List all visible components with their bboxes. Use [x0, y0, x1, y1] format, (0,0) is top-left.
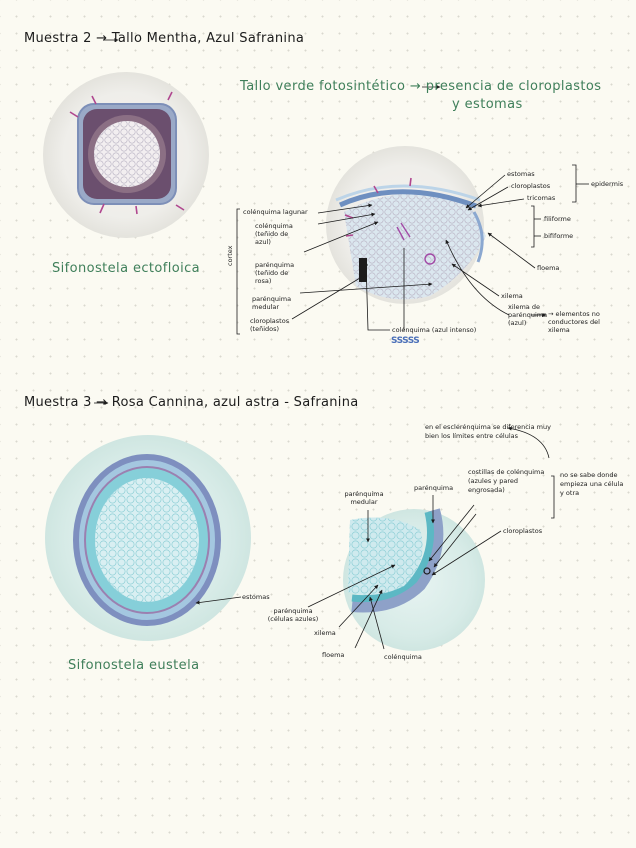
label-colenquima-rosa: colénquima [384, 653, 422, 661]
annotation-lines [94, 38, 589, 650]
sample2-title: Muestra 2 → Tallo Mentha, Azul Safranina [24, 31, 305, 46]
label-cortex: cortex [226, 245, 234, 266]
sample2-caption: Sifonostela ectofloica [52, 261, 201, 276]
label-estomas: estomas [507, 170, 535, 178]
micrograph-rosa-detail [343, 508, 485, 651]
label-cloroplastos: cloroplastos [511, 182, 551, 190]
label-epidermis: epidermis [591, 180, 624, 188]
label-elementos-no-conductores: → elementos no conductores del xilema [548, 310, 600, 334]
label-xilema-rosa: xilema [314, 629, 336, 637]
label-parenquima-medular-rosa: parénquima medular [344, 490, 384, 506]
label-xilema-parenquima: xilema de parénquima (azul) [508, 303, 548, 327]
sample2-subtitle-line2: y estomas [452, 97, 523, 112]
label-no-se-sabe: no se sabe donde empieza una célula y ot… [560, 471, 624, 497]
sample3-caption: Sifonostela eustela [68, 658, 200, 673]
label-parenquima-azules: parénquima (células azules) [267, 607, 319, 623]
micrograph-mentha-detail [326, 146, 486, 304]
label-cloroplastos-tenidos: cloroplastos (teñidos) [250, 317, 290, 333]
label-costillas-colenquima: costillas de colénquima (azules y pared … [468, 468, 545, 494]
label-colenquima-azul-intenso: colénquima (azul intenso) [392, 326, 477, 334]
label-parenquima-medular: parénquima medular [252, 295, 292, 311]
label-colenquima-tenido: colénquima (teñido de azul) [255, 222, 293, 246]
label-estomas-rosa: estomas [242, 593, 270, 601]
label-parenquima-rosa: parénquima (teñido de rosa) [255, 261, 295, 285]
label-floema-rosa: floema [322, 651, 345, 659]
sample3-title: Muestra 3 → Rosa Cannina, azul astra - S… [24, 395, 359, 410]
micrograph-rosa-overview [45, 435, 251, 641]
label-xilema: xilema [501, 292, 523, 300]
label-parenquima-rosa-detail: parénquima [414, 484, 454, 492]
sample2-subtitle-line1: Tallo verde fotosintético → presencia de… [240, 79, 602, 94]
label-cloroplastos-rosa: cloroplastos [503, 527, 543, 535]
micrograph-mentha-overview [43, 72, 209, 238]
blue-scribble: SSSSS [391, 336, 420, 346]
label-esclerenquima-note: en el esclerénquima se diferencia muy bi… [425, 423, 551, 440]
label-floema: floema [537, 264, 560, 272]
label-tricomas: tricomas [527, 194, 556, 202]
label-bififorme: bififorme [544, 232, 574, 240]
label-colenquima-lagunar: colénquima lagunar [243, 208, 308, 216]
label-filiforme: filiforme [544, 215, 571, 223]
